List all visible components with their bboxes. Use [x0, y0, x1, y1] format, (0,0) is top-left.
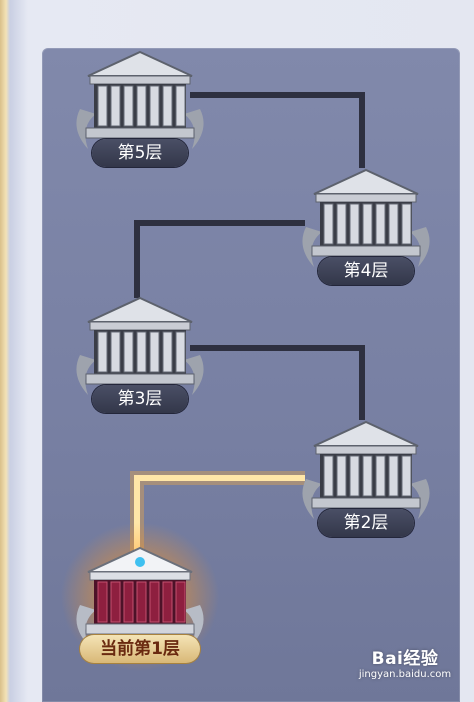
watermark-logo: Bai经验: [371, 649, 439, 669]
floor-node-4[interactable]: 第4层: [296, 162, 436, 302]
floor-node-3[interactable]: 第3层: [70, 290, 210, 430]
floor-node-1-current[interactable]: 当前第1层: [60, 522, 220, 680]
floor-label: 第5层: [92, 139, 188, 167]
watermark-url: jingyan.baidu.com: [358, 669, 452, 680]
floor-node-5[interactable]: 第5层: [70, 44, 210, 184]
temple-icon: [76, 296, 204, 395]
path-5-to-4: [190, 92, 365, 168]
floor-label: 第3层: [92, 385, 188, 413]
temple-icon-active: [76, 546, 204, 645]
floor-label: 第2层: [318, 509, 414, 537]
temple-icon: [302, 168, 430, 267]
temple-icon: [76, 50, 204, 149]
floor-label: 第4层: [318, 257, 414, 285]
path-3-to-2: [190, 345, 365, 420]
baidu-watermark: Bai经验 jingyan.baidu.com: [350, 644, 460, 696]
current-floor-label: 当前第1层: [80, 635, 200, 663]
floor-node-2[interactable]: 第2层: [296, 414, 436, 554]
path-4-to-3: [134, 220, 305, 298]
temple-icon: [302, 420, 430, 519]
blue-gem-icon: [135, 557, 145, 567]
